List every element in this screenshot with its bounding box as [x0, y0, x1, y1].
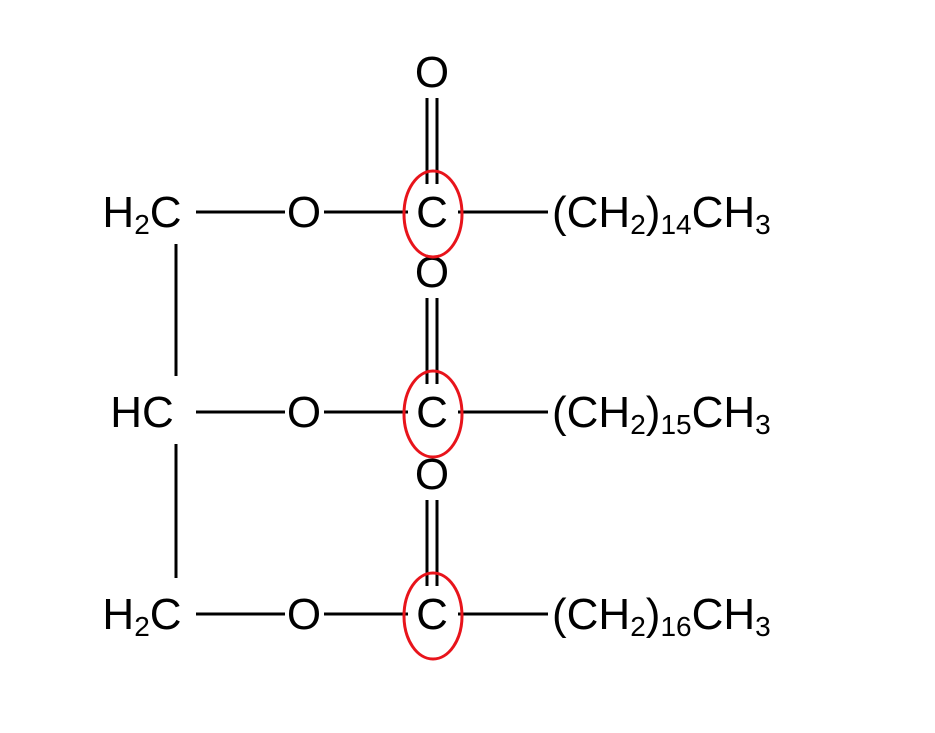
- glycerol-h-subscript: 2: [134, 611, 150, 642]
- carbonyl-carbon-label: C: [416, 590, 448, 639]
- ester-oxygen-label: O: [287, 188, 321, 237]
- glycerol-carbon-1: H2C: [102, 188, 181, 240]
- chain-h-subscript: 2: [630, 409, 646, 440]
- fatty-acid-chain-3: (CH2)16CH3: [552, 590, 771, 642]
- chain-length-subscript: 16: [660, 611, 691, 642]
- chain-open: (CH: [552, 590, 630, 639]
- chain-h-subscript: 2: [630, 209, 646, 240]
- chain-close-paren: ): [646, 388, 661, 437]
- highlight-circles: [402, 169, 464, 661]
- chain-methyl: CH: [692, 590, 756, 639]
- carbonyl-highlight-circle-1: [402, 169, 464, 259]
- chain-open: (CH: [552, 388, 630, 437]
- glycerol-carbon-2: HC: [110, 388, 174, 437]
- glycerol-h: H: [102, 188, 134, 237]
- glycerol-carbon-3: H2C: [102, 590, 181, 642]
- glycerol-hc: HC: [110, 388, 174, 437]
- chain-methyl-subscript: 3: [755, 409, 771, 440]
- carbonyl-carbon-label: C: [416, 188, 448, 237]
- carbonyl-carbon-label: C: [416, 388, 448, 437]
- fatty-acid-chain-1: (CH2)14CH3: [552, 188, 771, 240]
- chain-close-paren: ): [646, 188, 661, 237]
- carbonyl-highlight-circle-2: [402, 369, 464, 459]
- fatty-acid-chain-2: (CH2)15CH3: [552, 388, 771, 440]
- chain-open: (CH: [552, 188, 630, 237]
- chain-length-subscript: 15: [660, 409, 691, 440]
- ester-oxygen-2: O: [287, 388, 321, 437]
- carbonyl-oxygen-label: O: [415, 48, 449, 97]
- glycerol-h-subscript: 2: [134, 209, 150, 240]
- chain-h-subscript: 2: [630, 611, 646, 642]
- carbonyl-carbon-3: C: [416, 590, 448, 639]
- chain-methyl: CH: [692, 388, 756, 437]
- ester-oxygen-label: O: [287, 590, 321, 639]
- chain-methyl: CH: [692, 188, 756, 237]
- ester-oxygen-1: O: [287, 188, 321, 237]
- glycerol-c: C: [150, 188, 182, 237]
- bonds: [174, 98, 548, 616]
- glycerol-h: H: [102, 590, 134, 639]
- carbonyl-highlight-circle-3: [402, 571, 464, 661]
- chain-length-subscript: 14: [660, 209, 691, 240]
- chain-close-paren: ): [646, 590, 661, 639]
- carbonyl-carbon-1: C: [416, 188, 448, 237]
- chain-methyl-subscript: 3: [755, 209, 771, 240]
- ester-oxygen-3: O: [287, 590, 321, 639]
- carbonyl-carbon-2: C: [416, 388, 448, 437]
- chain-methyl-subscript: 3: [755, 611, 771, 642]
- ester-oxygen-label: O: [287, 388, 321, 437]
- glycerol-c: C: [150, 590, 182, 639]
- carbonyl-oxygen-1: O: [415, 48, 449, 97]
